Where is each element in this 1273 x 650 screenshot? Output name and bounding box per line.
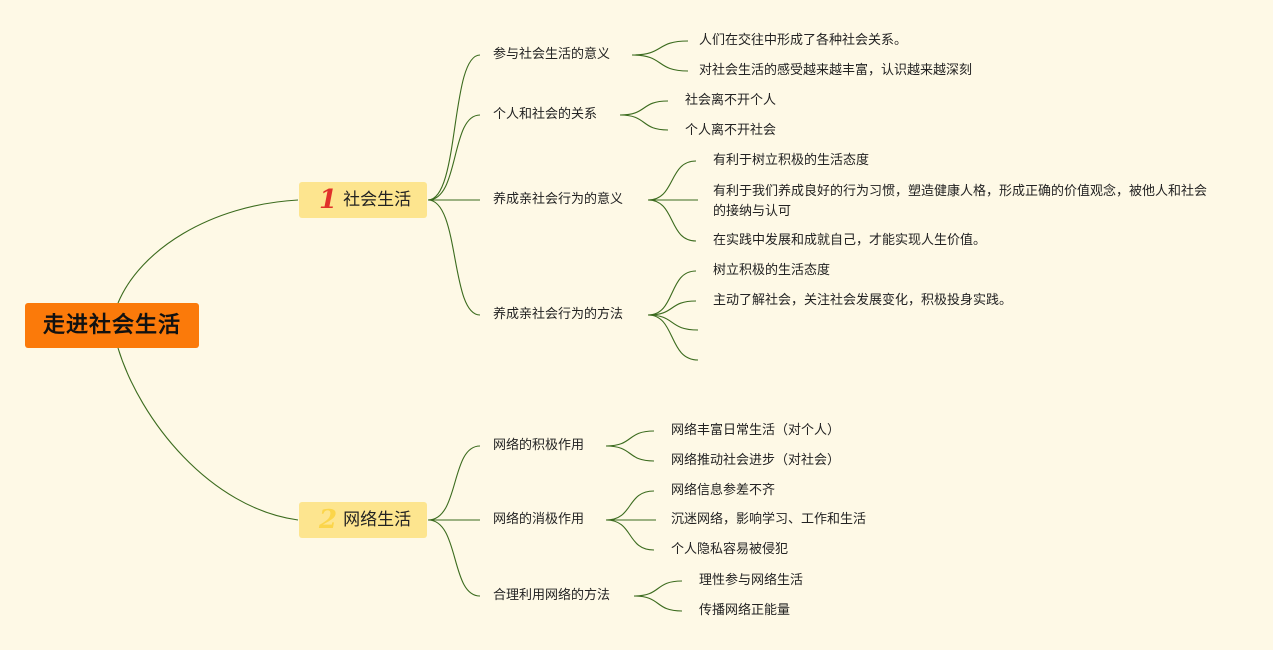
link-b1-sub1 [427, 54, 481, 201]
link-b2-sub1 [427, 445, 481, 521]
link-b2s2-leaf3 [605, 519, 655, 551]
main-topic-network-life[interactable]: 2 网络生活 [299, 502, 427, 538]
link-b2s1-leaf1 [605, 430, 655, 447]
leaf-topic[interactable]: 网络信息参差不齐 [671, 483, 776, 498]
link-b2-sub3 [427, 519, 481, 597]
leaf-topic[interactable]: 有利于树立积极的生活态度 [713, 153, 870, 168]
number-one-icon: 1 [319, 185, 338, 215]
main-topic-social-life[interactable]: 1 社会生活 [299, 182, 427, 218]
link-b1s4-leaf3 [647, 314, 699, 331]
leaf-topic[interactable]: 人们在交往中形成了各种社会关系。 [699, 33, 908, 48]
link-b1s4-leaf4 [647, 314, 699, 361]
leaf-topic[interactable]: 网络丰富日常生活（对个人） [671, 423, 841, 438]
subtopic-participation-meaning[interactable]: 参与社会生活的意义 [493, 47, 611, 62]
leaf-topic[interactable]: 个人隐私容易被侵犯 [671, 542, 789, 557]
leaf-topic[interactable]: 理性参与网络生活 [699, 573, 804, 588]
link-b1s3-leaf3 [647, 199, 697, 242]
link-b2s3-leaf2 [633, 595, 683, 612]
leaf-topic[interactable]: 树立积极的生活态度 [713, 263, 831, 278]
leaf-topic[interactable]: 个人离不开社会 [685, 123, 777, 138]
main-topic-label: 社会生活 [343, 190, 412, 210]
root-topic[interactable]: 走进社会生活 [25, 303, 199, 348]
link-b2s1-leaf2 [605, 445, 655, 462]
subtopic-prosocial-method[interactable]: 养成亲社会行为的方法 [493, 307, 624, 322]
leaf-topic[interactable]: 社会离不开个人 [685, 93, 777, 108]
number-two-icon: 2 [319, 505, 338, 535]
link-b1-sub2 [427, 114, 481, 201]
link-b1s4-leaf1 [647, 270, 697, 316]
link-b2s2-leaf1 [605, 490, 655, 521]
link-b1s2-leaf2 [619, 114, 669, 131]
leaf-topic[interactable]: 在实践中发展和成就自己，才能实现人生价值。 [713, 233, 987, 248]
leaf-topic[interactable]: 沉迷网络，影响学习、工作和生活 [671, 512, 867, 527]
subtopic-individual-society[interactable]: 个人和社会的关系 [493, 107, 598, 122]
leaf-topic[interactable]: 传播网络正能量 [699, 603, 791, 618]
link-b1s1-leaf2 [631, 54, 689, 72]
link-root-branch-2 [117, 347, 299, 521]
main-topic-label: 网络生活 [343, 510, 412, 530]
link-root-branch-1 [117, 199, 299, 304]
subtopic-network-method[interactable]: 合理利用网络的方法 [493, 588, 611, 603]
link-b1s1-leaf1 [631, 40, 689, 56]
subtopic-network-negative[interactable]: 网络的消极作用 [493, 512, 585, 527]
subtopic-prosocial-meaning[interactable]: 养成亲社会行为的意义 [493, 192, 624, 207]
leaf-topic[interactable]: 网络推动社会进步（对社会） [671, 453, 841, 468]
link-b2s3-leaf1 [633, 580, 683, 597]
leaf-topic[interactable]: 主动了解社会，关注社会发展变化，积极投身实践。 [713, 293, 1013, 308]
link-b1-sub4 [427, 199, 481, 316]
link-b1s4-leaf2 [647, 300, 697, 316]
subtopic-network-positive[interactable]: 网络的积极作用 [493, 438, 585, 453]
link-b1s3-leaf1 [647, 160, 697, 201]
leaf-topic[interactable]: 有利于我们养成良好的行为习惯，塑造健康人格，形成正确的价值观念，被他人和社会的接… [713, 184, 1208, 219]
leaf-topic[interactable]: 对社会生活的感受越来越丰富，认识越来越深刻 [699, 63, 973, 78]
link-b1s2-leaf1 [619, 100, 669, 116]
